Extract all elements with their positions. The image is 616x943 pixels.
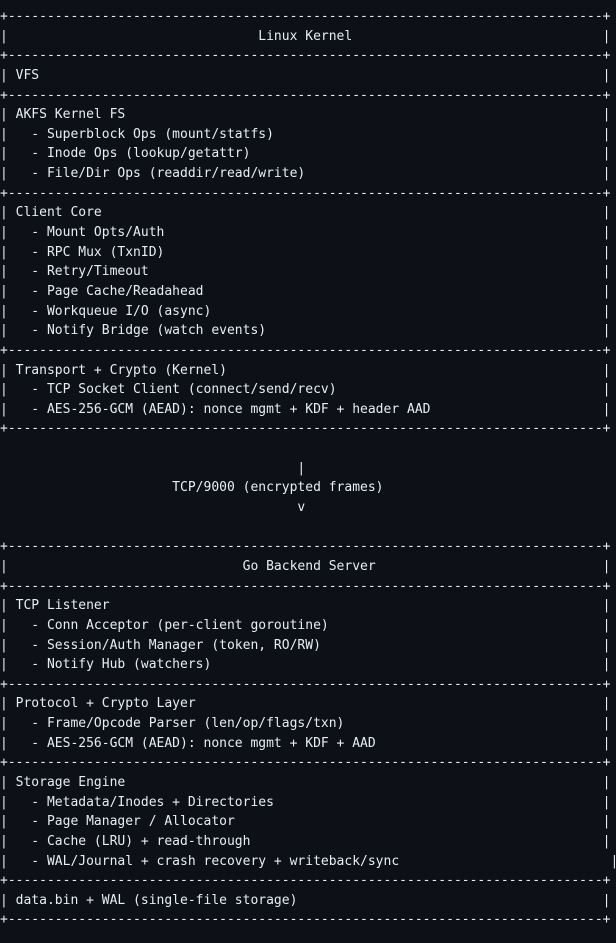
diagram-line: | VFS | — [0, 67, 611, 83]
diagram-line: | Transport + Crypto (Kernel) | — [0, 362, 611, 378]
diagram-line: | - TCP Socket Client (connect/send/recv… — [0, 382, 611, 398]
diagram-line: +---------------------------------------… — [0, 676, 611, 692]
diagram-line: | - Session/Auth Manager (token, RO/RW) … — [0, 637, 611, 653]
diagram-line: v — [0, 500, 306, 516]
diagram-line: | AKFS Kernel FS | — [0, 107, 611, 123]
diagram-line: | Go Backend Server | — [0, 558, 611, 574]
diagram-line: +---------------------------------------… — [0, 9, 611, 24]
diagram-line: +---------------------------------------… — [0, 342, 611, 358]
diagram-line: | - Notify Bridge (watch events) | — [0, 323, 611, 339]
diagram-line: TCP/9000 (encrypted frames) — [0, 480, 384, 496]
diagram-line: | - Workqueue I/O (async) | — [0, 303, 611, 319]
diagram-line: +---------------------------------------… — [0, 578, 611, 594]
diagram-line: | - Retry/Timeout | — [0, 264, 611, 280]
diagram-line: | - Page Manager / Allocator | — [0, 814, 611, 830]
diagram-line: | TCP Listener | — [0, 598, 611, 614]
diagram-line: | — [0, 460, 306, 476]
diagram-line: | - AES-256-GCM (AEAD): nonce mgmt + KDF… — [0, 401, 611, 417]
diagram-line: | - AES-256-GCM (AEAD): nonce mgmt + KDF… — [0, 735, 611, 751]
diagram-line: | - Metadata/Inodes + Directories | — [0, 794, 611, 810]
diagram-line — [0, 518, 616, 538]
diagram-line: +---------------------------------------… — [0, 421, 611, 437]
diagram-line: | - WAL/Journal + crash recovery + write… — [0, 853, 616, 869]
diagram-line: | - Inode Ops (lookup/getattr) | — [0, 146, 611, 162]
diagram-line: | - Mount Opts/Auth | — [0, 225, 611, 241]
diagram-line: +---------------------------------------… — [0, 539, 611, 555]
diagram-line: | - File/Dir Ops (readdir/read/write) | — [0, 166, 611, 182]
diagram-line: | Storage Engine | — [0, 774, 611, 790]
diagram-line: +---------------------------------------… — [0, 185, 611, 201]
diagram-line: | Protocol + Crypto Layer | — [0, 696, 611, 712]
diagram-line: +---------------------------------------… — [0, 48, 611, 64]
diagram-line: | Linux Kernel | — [0, 28, 611, 44]
diagram-line: | - RPC Mux (TxnID) | — [0, 244, 611, 260]
diagram-line: | - Notify Hub (watchers) | — [0, 657, 611, 673]
diagram-line: +---------------------------------------… — [0, 873, 611, 889]
diagram-line: | - Cache (LRU) + read-through | — [0, 833, 611, 849]
diagram-line — [0, 439, 616, 459]
diagram-line: | - Conn Acceptor (per-client goroutine)… — [0, 617, 611, 633]
diagram-line: +---------------------------------------… — [0, 755, 611, 771]
diagram-line: +---------------------------------------… — [0, 912, 611, 928]
diagram-line: +---------------------------------------… — [0, 87, 611, 103]
diagram-line: | - Frame/Opcode Parser (len/op/flags/tx… — [0, 716, 611, 732]
diagram-line: | - Page Cache/Readahead | — [0, 283, 611, 299]
diagram-line: | - Superblock Ops (mount/statfs) | — [0, 126, 611, 142]
diagram-line: | Client Core | — [0, 205, 611, 221]
diagram-line: | data.bin + WAL (single-file storage) | — [0, 892, 611, 908]
